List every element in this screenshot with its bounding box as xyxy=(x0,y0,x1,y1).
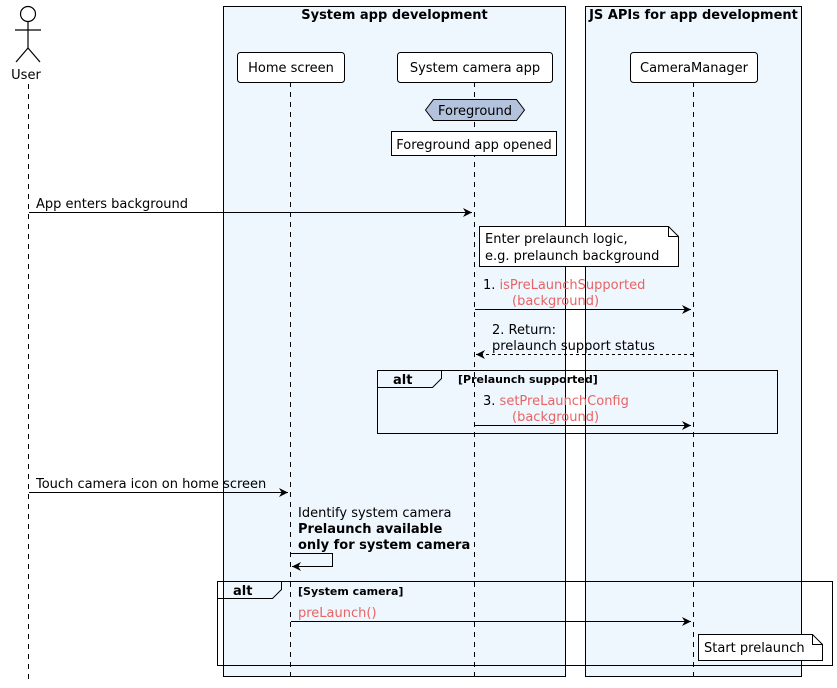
msg-return-line2: prelaunch support status xyxy=(492,339,655,354)
msg-return-line1: 2. Return: xyxy=(492,323,556,338)
prelaunch-logic-note xyxy=(479,226,679,267)
alt2-condition: [System camera] xyxy=(298,585,403,598)
prelaunch-note-line2: e.g. prelaunch background xyxy=(485,249,659,264)
camera-app-label: System camera app xyxy=(410,61,540,76)
msg-is-prelaunch-supported: 1. isPreLaunchSupported xyxy=(483,278,645,293)
msg-touch-camera-icon: Touch camera icon on home screen xyxy=(35,477,266,492)
home-screen-participant xyxy=(237,52,345,83)
msg-set-prelaunch-config-arg: (background) xyxy=(512,410,599,425)
foreground-note xyxy=(391,131,557,156)
msg-is-prelaunch-supported-arg: (background) xyxy=(512,294,599,309)
user-actor-icon xyxy=(15,5,41,63)
alt-system-camera xyxy=(217,581,833,666)
alt1-condition: [Prelaunch supported] xyxy=(458,373,598,386)
prelaunch-note-line1: Enter prelaunch logic, xyxy=(485,232,628,247)
foreground-note-label: Foreground app opened xyxy=(396,138,551,153)
system-app-box-title: System app development xyxy=(301,8,488,23)
alt2-keyword: alt xyxy=(233,584,252,599)
msg-set-prelaunch-config: 3. setPreLaunchConfig xyxy=(483,394,629,409)
msg-prelaunch-available: Prelaunch available xyxy=(298,522,442,537)
camera-manager-label: CameraManager xyxy=(640,61,749,76)
start-prelaunch-note xyxy=(698,634,823,661)
msg-identify-system-camera: Identify system camera xyxy=(298,506,451,521)
msg-prelaunch: preLaunch() xyxy=(298,606,377,621)
camera-manager-participant xyxy=(630,52,758,83)
start-prelaunch-label: Start prelaunch xyxy=(704,641,805,656)
home-screen-label: Home screen xyxy=(248,61,334,76)
foreground-state-label: Foreground xyxy=(438,104,512,119)
alt1-keyword: alt xyxy=(393,373,412,388)
foreground-state xyxy=(424,99,526,121)
msg-self-arrow xyxy=(291,553,333,571)
alt-prelaunch-supported xyxy=(377,370,778,434)
msg-only-system-camera: only for system camera xyxy=(298,538,470,553)
msg-app-enters-background: App enters background xyxy=(36,197,188,212)
js-api-box-title: JS APIs for app development xyxy=(588,8,798,23)
camera-app-participant xyxy=(397,52,553,83)
user-actor-label: User xyxy=(11,68,41,83)
